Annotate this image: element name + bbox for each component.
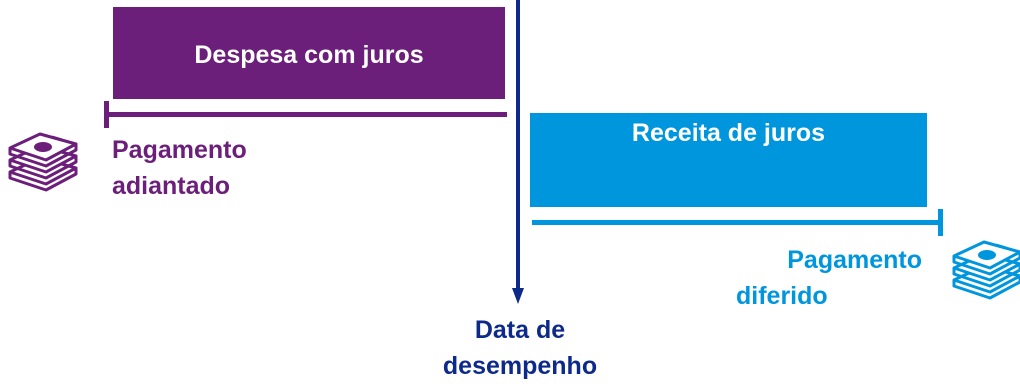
money-stack-icon xyxy=(952,240,1020,300)
money-stack-icon xyxy=(8,132,78,192)
deferred-label-line2: diferido xyxy=(736,282,828,310)
performance-label-line2: desempenho xyxy=(442,352,598,380)
prepaid-period-tick xyxy=(104,101,109,128)
interest-revenue-title: Receita de juros xyxy=(631,119,826,147)
deferred-payment-label: Pagamento diferido xyxy=(722,242,922,314)
interest-revenue-box: Receita de juros xyxy=(530,113,927,207)
interest-expense-title: Despesa com juros xyxy=(194,41,424,69)
performance-date-label: Data de desempenho xyxy=(430,312,610,384)
deferred-period-line xyxy=(532,220,942,225)
interest-expense-box: Despesa com juros xyxy=(113,7,505,99)
performance-label-line1: Data de xyxy=(474,316,566,344)
deferred-label-line1: Pagamento xyxy=(787,246,922,274)
performance-date-arrow xyxy=(512,0,524,304)
prepaid-period-line xyxy=(106,112,507,117)
deferred-period-tick xyxy=(938,209,943,236)
prepaid-label-line1: Pagamento xyxy=(112,136,247,164)
prepaid-payment-label: Pagamento adiantado xyxy=(112,132,352,204)
prepaid-label-line2: adiantado xyxy=(112,172,231,200)
